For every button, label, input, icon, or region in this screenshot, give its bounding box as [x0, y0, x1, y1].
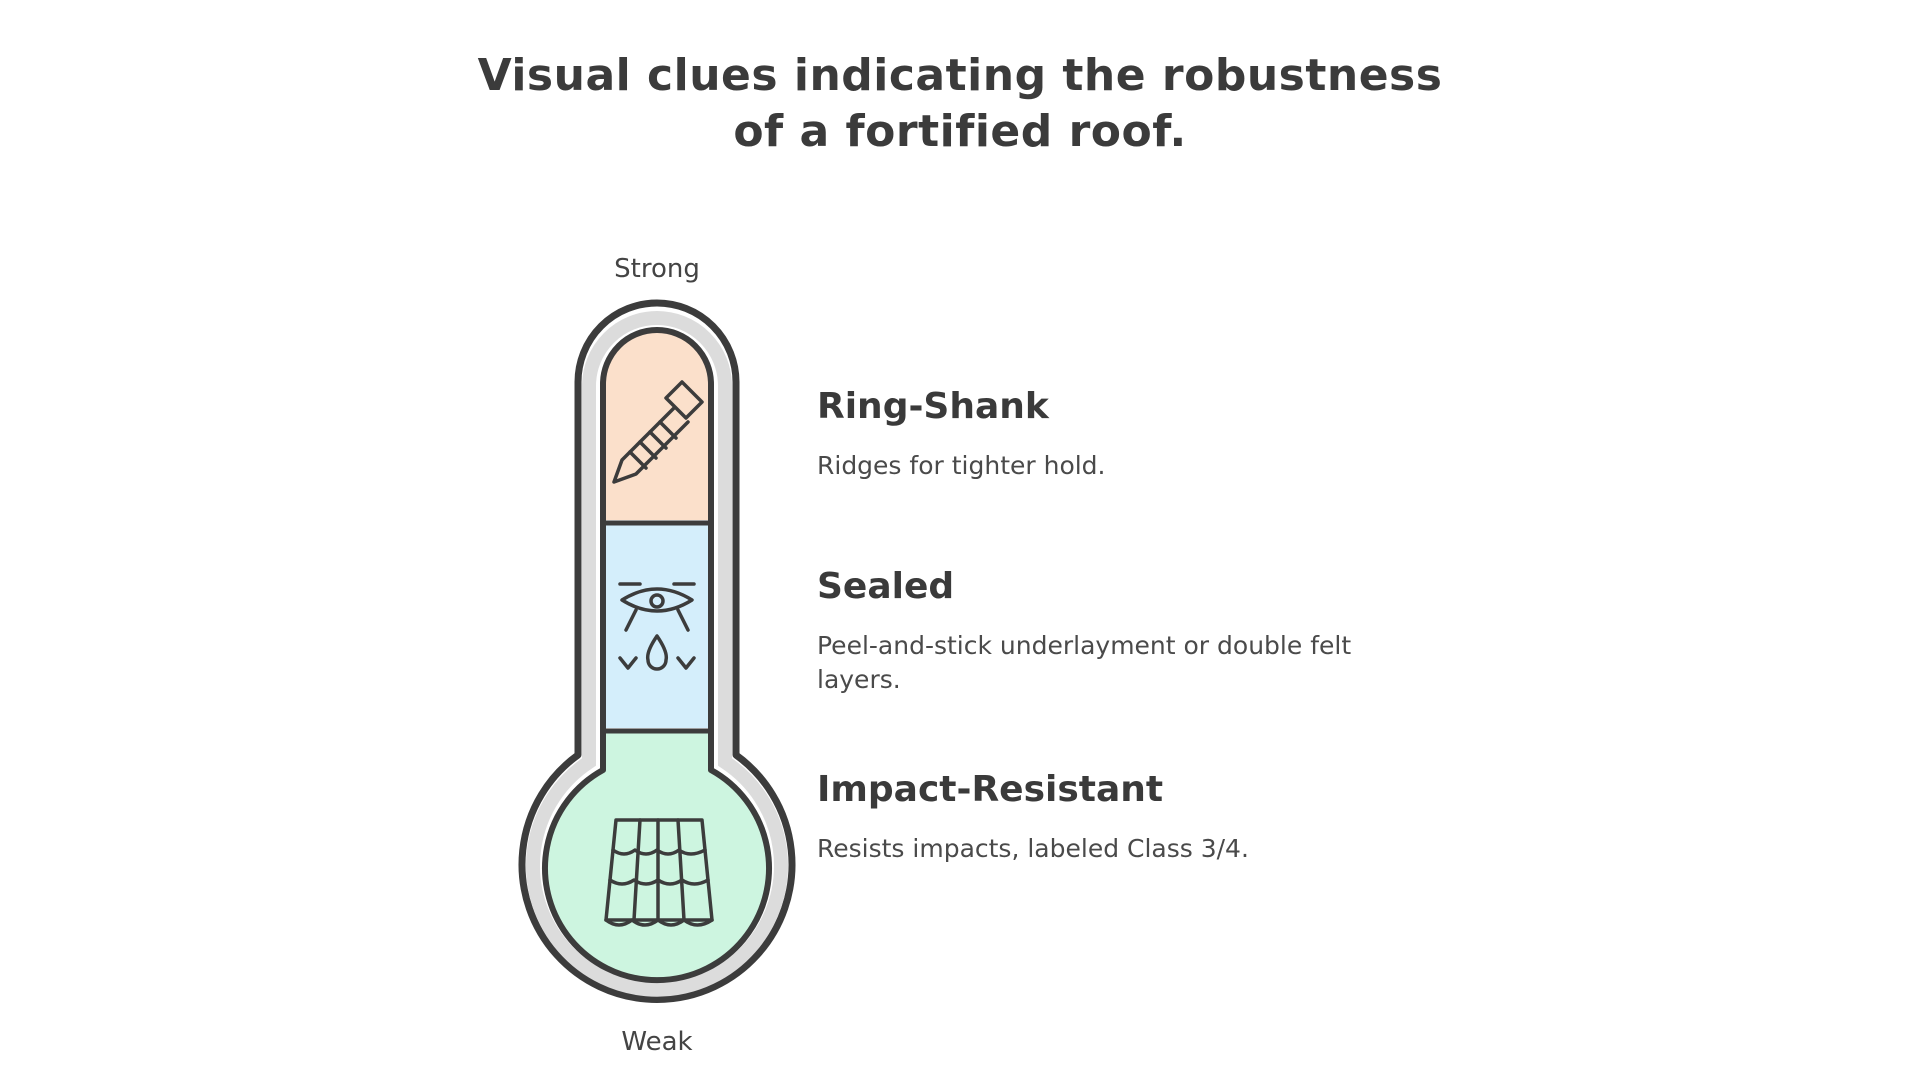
title-line-1: Visual clues indicating the robustness — [477, 50, 1443, 101]
thermometer-inner-outline — [542, 327, 772, 984]
item-title: Ring-Shank — [817, 386, 1049, 427]
item-description: Ridges for tighter hold. — [817, 451, 1106, 480]
item-description: Peel-and-stick underlayment or double fe… — [817, 631, 1352, 694]
thermometer-glass-band — [526, 311, 788, 997]
page-title: Visual clues indicating the robustness o… — [0, 48, 1920, 160]
roof-tiles-icon — [604, 818, 714, 927]
item-description: Resists impacts, labeled Class 3/4. — [817, 834, 1249, 863]
item-impact-resistant: Impact-Resistant Resists impacts, labele… — [817, 768, 1437, 866]
title-line-2: of a fortified roof. — [733, 106, 1187, 157]
nail-icon — [612, 380, 704, 484]
item-ring-shank: Ring-Shank Ridges for tighter hold. — [817, 385, 1437, 483]
item-title: Impact-Resistant — [817, 769, 1164, 810]
item-sealed: Sealed Peel-and-stick underlayment or do… — [817, 565, 1437, 697]
segment-fill-sealed — [603, 525, 711, 728]
scale-top-label: Strong — [614, 254, 700, 284]
scale-bottom-label: Weak — [621, 1027, 693, 1057]
water-seal-icon — [618, 582, 696, 671]
item-title: Sealed — [817, 566, 955, 607]
